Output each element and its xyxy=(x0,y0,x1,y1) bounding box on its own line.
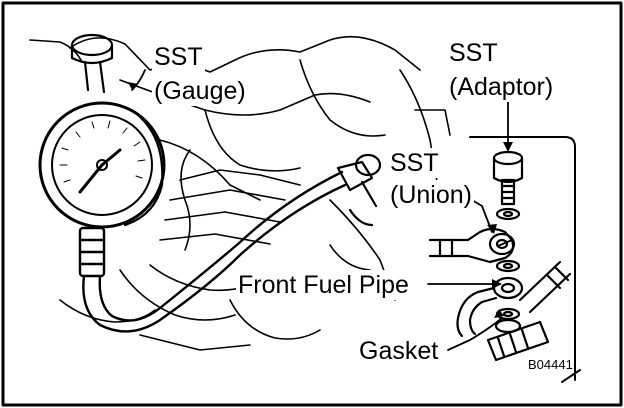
label-sst-adaptor-1: SST xyxy=(447,38,500,68)
label-sst-gauge-2: (Gauge) xyxy=(152,76,248,106)
figure-code: B04441 xyxy=(528,357,573,372)
exploded-view-bracket xyxy=(469,136,581,383)
label-sst-union-1: SST xyxy=(388,148,441,178)
pipe-bolt xyxy=(486,320,550,362)
label-sst-adaptor-2: (Adaptor) xyxy=(447,72,556,102)
sst-union-part xyxy=(428,227,521,273)
gauge-hanger xyxy=(70,33,114,94)
arrowheads xyxy=(128,82,513,318)
center-union xyxy=(336,153,382,227)
label-sst-union-2: (Union) xyxy=(388,180,474,210)
sst-adaptor-part xyxy=(492,150,524,221)
label-front-fuel-pipe: Front Fuel Pipe xyxy=(236,270,411,300)
label-gasket: Gasket xyxy=(358,336,440,366)
label-sst-gauge-1: SST xyxy=(152,42,205,72)
diagonal-pipe xyxy=(518,260,572,314)
front-fuel-pipe-part xyxy=(456,276,524,338)
pressure-gauge xyxy=(38,101,166,229)
gauge-hose xyxy=(78,170,347,333)
